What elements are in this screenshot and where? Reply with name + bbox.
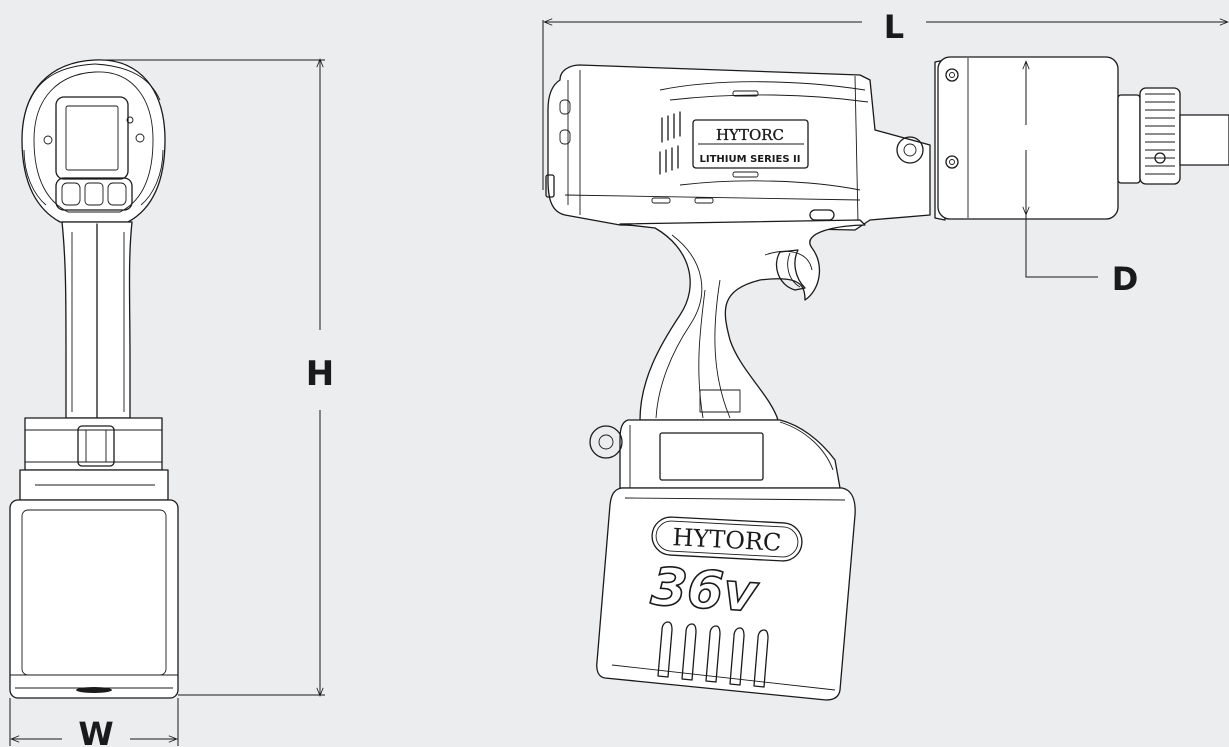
side-view: L HYTORC LITHIUM SER [542, 8, 1229, 701]
front-handle [61, 221, 133, 421]
side-battery-adapter [589, 419, 841, 489]
front-display-bezel [55, 96, 129, 180]
pistol-grip [619, 219, 866, 421]
motor-vents [659, 111, 681, 175]
brand-logo-housing: HYTORC [716, 126, 784, 144]
battery-brand-oval: HYTORC [651, 516, 803, 562]
gear-head [934, 56, 1229, 221]
battery-ribs [657, 621, 769, 688]
front-head [21, 59, 166, 223]
front-battery-adapter [19, 417, 169, 501]
side-battery-pack: HYTORC 36v [596, 487, 856, 701]
front-display-screen [65, 105, 119, 171]
front-control-buttons [55, 177, 133, 211]
brand-logo-battery: HYTORC [672, 523, 782, 557]
width-dimension: W [9, 698, 179, 747]
height-dimension: H [95, 58, 334, 697]
front-view: H W [9, 58, 334, 747]
diameter-label: D [1112, 260, 1139, 298]
series-label-plate: HYTORC LITHIUM SERIES II [692, 119, 809, 169]
diameter-dimension: D [1022, 60, 1139, 298]
length-label: L [884, 8, 904, 46]
output-knurled-ring [1139, 87, 1181, 185]
battery-voltage: 36v [649, 557, 761, 624]
width-label: W [78, 715, 113, 747]
length-dimension: L [542, 8, 1229, 190]
battery-lcd [659, 432, 764, 481]
motor-housing: HYTORC LITHIUM SERIES II [545, 64, 931, 231]
front-battery-pack [9, 499, 179, 699]
height-label: H [306, 354, 334, 394]
series-name: LITHIUM SERIES II [700, 154, 801, 165]
